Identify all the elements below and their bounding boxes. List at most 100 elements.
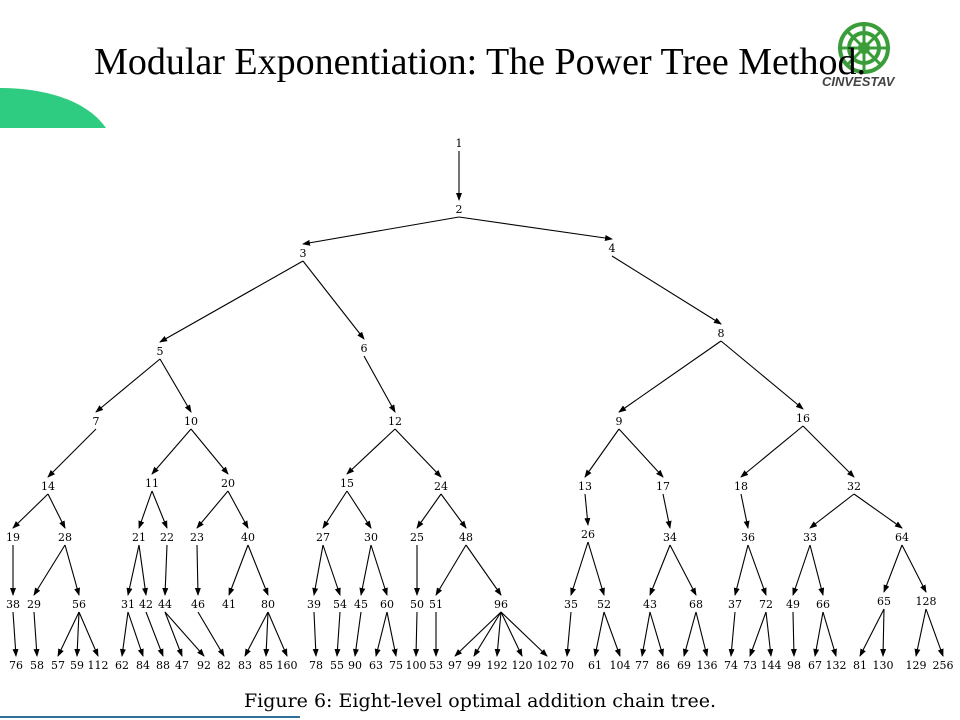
tree-edge-56-57 (57, 611, 80, 657)
tree-node-100: 100 (406, 659, 427, 672)
tree-edge-28-56 (64, 544, 81, 596)
tree-edge-33-49 (792, 544, 811, 596)
tree-edge-5-7 (95, 358, 161, 413)
tree-node-24: 24 (434, 480, 448, 493)
tree-node-84: 84 (136, 659, 150, 672)
tree-node-41: 41 (222, 598, 236, 611)
tree-node-27: 27 (316, 531, 330, 544)
tree-node-97: 97 (448, 659, 462, 672)
tree-node-60: 60 (380, 598, 394, 611)
tree-edge-36-37 (733, 544, 749, 596)
tree-node-64: 64 (895, 531, 909, 544)
tree-node-12: 12 (388, 415, 402, 428)
tree-node-90: 90 (348, 659, 362, 672)
tree-node-52: 52 (597, 598, 611, 611)
footer-bar (0, 716, 300, 718)
tree-edge-10-20 (190, 428, 229, 475)
tree-node-54: 54 (333, 598, 347, 611)
tree-node-33: 33 (803, 531, 817, 544)
tree-edge-68-69 (682, 611, 697, 657)
tree-edge-17-34 (662, 493, 672, 529)
tree-node-47: 47 (175, 659, 189, 672)
tree-edge-24-48 (440, 493, 467, 529)
tree-node-57: 57 (51, 659, 65, 672)
tree-node-76: 76 (9, 659, 23, 672)
tree-node-88: 88 (156, 659, 170, 672)
tree-node-16: 16 (796, 412, 810, 425)
tree-node-40: 40 (241, 531, 255, 544)
tree-edge-64-128 (901, 544, 927, 593)
tree-node-61: 61 (588, 659, 602, 672)
tree-edge-52-104 (603, 611, 621, 657)
tree-node-53: 53 (429, 659, 443, 672)
tree-edge-27-54 (322, 544, 341, 596)
tree-edge-8-16 (720, 340, 804, 410)
tree-node-70: 70 (560, 659, 574, 672)
tree-edge-18-36 (740, 493, 750, 529)
tree-edge-80-83 (244, 611, 269, 657)
tree-edge-72-144 (765, 611, 774, 657)
tree-edge-9-13 (584, 428, 620, 478)
tree-edge-72-73 (749, 611, 767, 657)
tree-edge-14-28 (47, 493, 66, 529)
tree-node-73: 73 (743, 659, 757, 672)
tree-edge-33-66 (809, 544, 825, 596)
tree-edge-46-82 (197, 611, 225, 657)
tree-edge-5-10 (159, 358, 192, 413)
tree-edge-23-46 (194, 544, 201, 596)
tree-node-28: 28 (58, 531, 72, 544)
tree-edge-11-22 (151, 490, 168, 529)
tree-node-69: 69 (677, 659, 691, 672)
tree-node-34: 34 (663, 531, 677, 544)
tree-node-104: 104 (610, 659, 631, 672)
tree-edge-12-15 (346, 428, 396, 475)
tree-edge-80-160 (267, 611, 288, 657)
tree-edge-31-84 (127, 611, 144, 657)
tree-node-39: 39 (307, 598, 321, 611)
tree-edge-2-4 (458, 216, 613, 241)
tree-node-92: 92 (197, 659, 211, 672)
tree-node-74: 74 (724, 659, 738, 672)
tree-edge-50-100 (413, 611, 420, 657)
tree-edge-43-86 (649, 611, 664, 657)
tree-node-86: 86 (656, 659, 670, 672)
tree-node-44: 44 (158, 598, 172, 611)
tree-edge-54-55 (334, 611, 341, 657)
tree-node-50: 50 (410, 598, 424, 611)
tree-node-81: 81 (853, 659, 867, 672)
tree-node-8: 8 (718, 327, 725, 340)
tree-edge-68-136 (695, 611, 709, 657)
tree-edge-96-120 (500, 611, 523, 657)
tree-edge-66-67 (813, 611, 824, 657)
tree-node-102: 102 (537, 659, 558, 672)
tree-node-136: 136 (697, 659, 718, 672)
tree-edge-30-45 (359, 544, 372, 596)
tree-node-49: 49 (786, 598, 800, 611)
tree-node-59: 59 (70, 659, 84, 672)
tree-edge-43-77 (640, 611, 651, 657)
tree-edge-2-3 (302, 216, 460, 246)
tree-node-144: 144 (761, 659, 782, 672)
tree-edge-56-112 (78, 611, 99, 657)
tree-edge-65-130 (880, 608, 887, 657)
tree-edge-44-47 (164, 611, 183, 657)
tree-edge-40-41 (228, 544, 249, 596)
tree-node-17: 17 (656, 480, 670, 493)
tree-node-85: 85 (259, 659, 273, 672)
tree-node-63: 63 (369, 659, 383, 672)
tree-edge-37-74 (728, 611, 736, 657)
tree-node-256: 256 (933, 659, 954, 672)
tree-node-18: 18 (734, 480, 748, 493)
tree-edge-60-75 (386, 611, 398, 657)
tree-node-58: 58 (30, 659, 44, 672)
tree-edge-20-23 (196, 490, 229, 529)
tree-edge-35-70 (564, 611, 572, 657)
tree-node-19: 19 (6, 531, 20, 544)
logo-text: CINVESTAV (822, 74, 895, 89)
tree-node-1: 1 (456, 137, 463, 150)
tree-edge-22-44 (162, 544, 169, 596)
tree-edge-15-27 (322, 490, 348, 529)
tree-node-48: 48 (459, 531, 473, 544)
tree-edge-96-192 (494, 611, 502, 657)
